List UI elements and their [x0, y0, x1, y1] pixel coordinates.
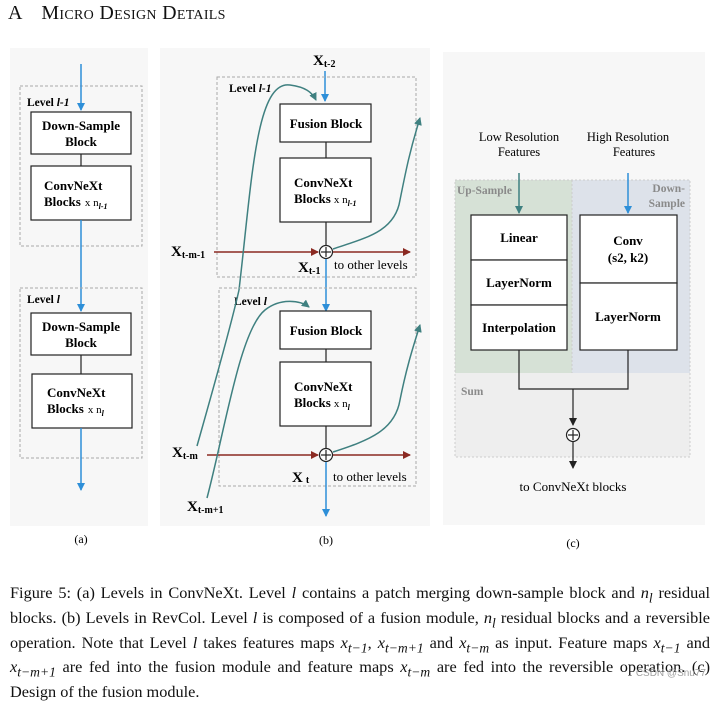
math: l [252, 607, 258, 627]
convnext-block [279, 361, 372, 427]
figure-caption: Figure 5: (a) Levels in ConvNeXt. Level … [10, 583, 710, 702]
section-number: A [8, 2, 23, 24]
block-label: (s2, k2) [608, 250, 648, 265]
interpolation-block [470, 304, 568, 351]
convnext-block [279, 157, 372, 223]
panel-label: (c) [566, 536, 579, 550]
caption-text: residual blocks and a reversible operati… [10, 607, 710, 652]
block-label: ConvNeXt [294, 379, 353, 394]
panel-b: Xt-2 Level l-1 Fusion Block ConvNeXt Blo… [160, 48, 430, 547]
downsample-label: Sample [649, 198, 685, 210]
block-label: Block [65, 134, 98, 149]
conv-block [579, 214, 678, 284]
block-label: Down-Sample [42, 118, 120, 133]
figure-number: Figure 5: [10, 583, 71, 602]
block-label: LayerNorm [486, 275, 552, 290]
math: xt−m [459, 632, 490, 655]
block-label: Conv [613, 233, 643, 248]
block-label: Fusion Block [290, 323, 363, 338]
upsample-label: Up-Sample [457, 185, 512, 197]
panel-a: Level l-1 Down-Sample Block ConvNeXt Blo… [10, 48, 148, 546]
math: xt−1 [653, 632, 681, 655]
block-label: LayerNorm [595, 309, 661, 324]
teal-line [196, 289, 240, 447]
caption-text: and [680, 632, 711, 652]
level-box [218, 287, 417, 487]
bottom-input-label: Xt-m+1 [187, 499, 224, 516]
level-label: Level l-1 [229, 83, 271, 95]
block-label: ConvNeXt [47, 385, 106, 400]
math: l [192, 632, 198, 652]
teal-arrow [238, 84, 317, 291]
block-label: ConvNeXt [44, 178, 103, 193]
fusion-block [279, 310, 372, 350]
level-label: Level l [27, 294, 61, 306]
block-label: Block [65, 335, 98, 350]
level-label: Level l [234, 296, 268, 308]
panel-label: (b) [319, 533, 333, 547]
low-res-label: Low Resolution [479, 130, 560, 144]
math: xt−m+1 [377, 632, 424, 655]
section-title: Micro Design Details [41, 2, 226, 24]
caption-text: as input. Feature maps [489, 632, 654, 652]
panel-c: Low Resolution Features High Resolution … [443, 52, 705, 550]
teal-arrow [332, 324, 422, 453]
caption-text: , [367, 632, 378, 652]
high-res-label: High Resolution [587, 130, 670, 144]
math: l [291, 583, 297, 602]
panel-label: (a) [74, 532, 87, 546]
to-other-levels-label: to other levels [334, 257, 408, 272]
sum-icon [318, 244, 334, 260]
math: nl [483, 607, 496, 630]
output-label: to ConvNeXt blocks [520, 479, 627, 494]
teal-arrow [332, 117, 422, 250]
block-label: Down-Sample [42, 319, 120, 334]
linear-block [470, 214, 568, 261]
down-sample-block [30, 312, 132, 356]
caption-text: and [423, 632, 460, 652]
sum-icon [565, 427, 581, 443]
block-label: ConvNeXt [294, 175, 353, 190]
block-label: Fusion Block [290, 116, 363, 131]
block-label: Interpolation [482, 320, 556, 335]
math: nl [640, 583, 653, 606]
side-input-label: Xt-m [172, 445, 199, 462]
output-label: Xt-1 [298, 260, 321, 277]
caption-text: takes features maps [197, 632, 341, 652]
math: xt−1 [340, 632, 368, 655]
math: xt−m+1 [10, 657, 56, 680]
convnext-block [31, 373, 133, 429]
figure-diagram: Level l-1 Down-Sample Block ConvNeXt Blo… [10, 48, 705, 550]
input-label: Xt-2 [313, 53, 336, 70]
watermark: CSDN @Snu77 [635, 668, 706, 679]
level-label: Level l-1 [27, 97, 69, 109]
convnext-block [30, 165, 132, 221]
sum-label: Sum [461, 386, 484, 398]
section-heading: A Micro Design Details [8, 2, 226, 25]
level-box [216, 76, 417, 278]
sum-icon [318, 447, 334, 463]
caption-text: contains a patch merging down-sample blo… [296, 583, 641, 602]
caption-text: are fed into the fusion module and featu… [55, 657, 401, 677]
high-res-label: Features [613, 145, 655, 159]
downsample-label: Down- [652, 183, 685, 195]
low-res-label: Features [498, 145, 540, 159]
layernorm-block [579, 282, 678, 351]
math: xt−m [400, 657, 431, 680]
block-label: Linear [500, 230, 538, 245]
teal-arrow [206, 299, 310, 499]
caption-text: (a) Levels in ConvNeXt. Level [76, 583, 292, 602]
side-input-label: Xt-m-1 [171, 244, 205, 261]
to-other-levels-label: to other levels [333, 469, 407, 484]
caption-text: residual blocks. (b) Levels in RevCol. L… [10, 583, 711, 627]
caption-text: is composed of a fusion module, [257, 607, 484, 627]
